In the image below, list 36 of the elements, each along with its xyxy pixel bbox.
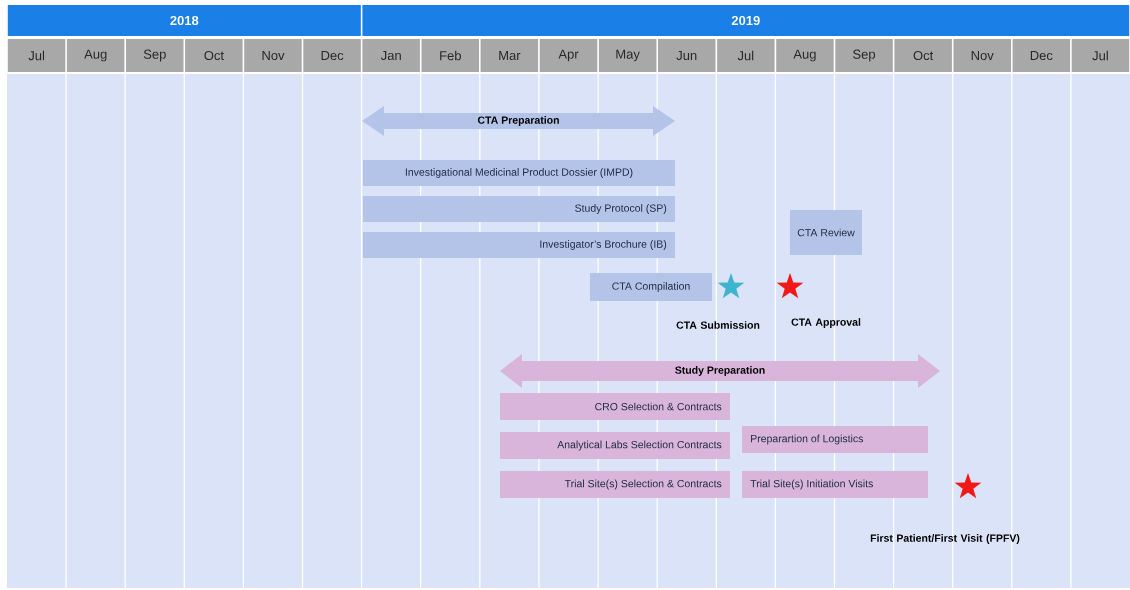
month-header: Jul (1071, 39, 1130, 72)
month-header: Dec (1012, 39, 1071, 72)
year-header: 2018 (7, 5, 361, 36)
task-bar: Trial Site(s) Initiation Visits (742, 471, 928, 498)
month-header: Sep (126, 39, 184, 72)
month-header: Aug (66, 39, 125, 72)
task-bar: Analytical Labs Selection Contracts (500, 432, 730, 459)
month-header: Jan (362, 39, 420, 72)
month-header: Mar (480, 39, 539, 72)
month-header: May (598, 39, 657, 72)
month-header: Oct (185, 39, 243, 72)
milestone-star (954, 473, 982, 499)
milestone-label: CTA Submission (676, 321, 760, 329)
task-bar: CTA Compilation (590, 273, 712, 301)
task-bar: CTA Review (790, 210, 862, 255)
month-header: Oct (894, 39, 952, 72)
milestone-star (776, 273, 804, 299)
month-header: Dec (303, 39, 361, 72)
milestone-star (717, 273, 745, 299)
task-bar: CRO Selection & Contracts (500, 393, 730, 420)
month-header: Jun (658, 39, 716, 72)
task-bar: Study Protocol (SP) (363, 196, 675, 222)
month-header: Nov (244, 39, 302, 72)
task-bar: Investigational Medicinal Product Dossier (IMPD) (363, 160, 675, 186)
task-bar: Investigator’s Brochure (IB) (363, 232, 675, 258)
task-bar: Trial Site(s) Selection & Contracts (500, 471, 730, 498)
month-header: Jul (7, 39, 66, 72)
milestone-label: First Patient/First Visit (FPFV) (870, 534, 1020, 544)
task-bar: Preparartion of Logistics (742, 426, 928, 453)
month-header: Nov (953, 39, 1011, 72)
month-header: Jul (717, 39, 775, 72)
month-header: Feb (421, 39, 479, 72)
month-header: Apr (539, 39, 598, 72)
milestone-label: CTA Approval (791, 318, 861, 328)
month-header: Sep (835, 39, 893, 72)
month-header: Aug (776, 39, 834, 72)
